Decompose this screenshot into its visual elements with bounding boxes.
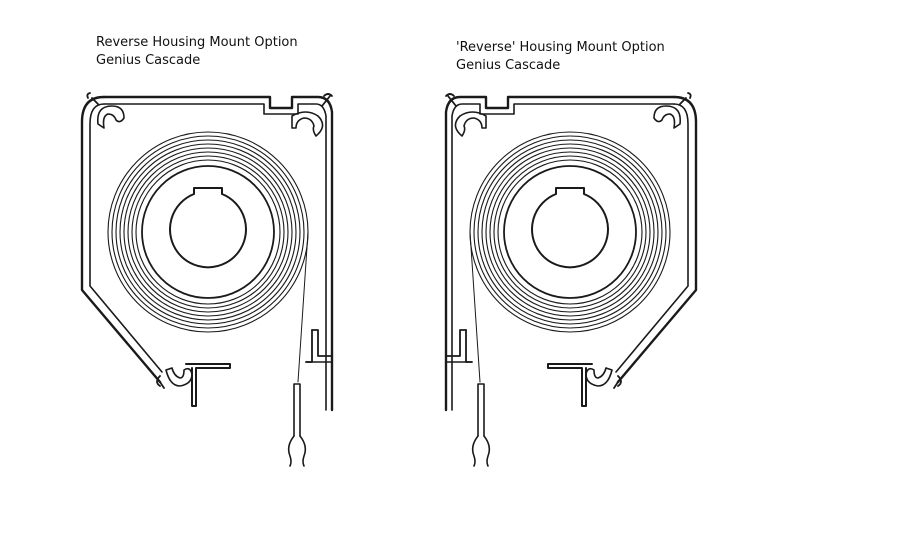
left-diagram-title: Reverse Housing Mount Option [96, 35, 298, 50]
right-diagram-subtitle: Genius Cascade [456, 58, 561, 73]
left-housing-drawing [80, 91, 334, 468]
right-diagram-title: 'Reverse' Housing Mount Option [456, 40, 665, 55]
left-diagram-caption: Reverse Housing Mount Option Genius Casc… [96, 34, 298, 70]
right-housing-drawing [444, 91, 698, 468]
right-diagram-caption: 'Reverse' Housing Mount Option Genius Ca… [456, 39, 665, 75]
left-diagram-subtitle: Genius Cascade [96, 53, 201, 68]
